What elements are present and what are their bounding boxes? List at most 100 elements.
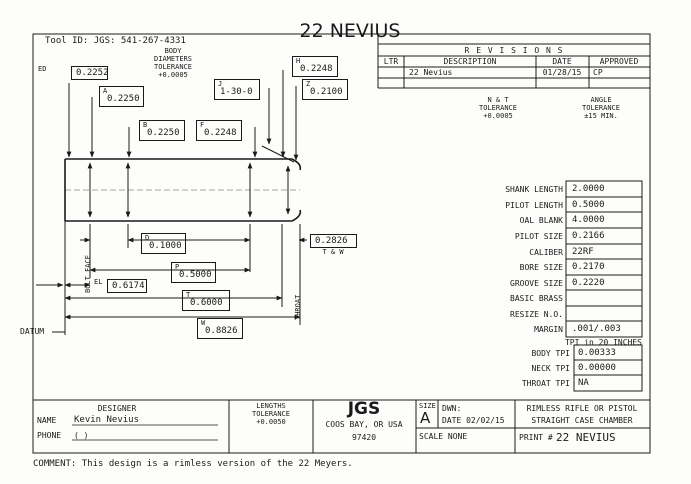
- dim-h-letter: H: [296, 57, 301, 65]
- dim-ed-value: 0.2252: [76, 68, 109, 78]
- revisions-title: R E V I S I O N S: [464, 46, 564, 55]
- dim-b-value: 0.2250: [147, 128, 180, 138]
- spec-label: GROOVE SIZE: [510, 279, 563, 288]
- designer-name: Kevin Nevius: [74, 415, 140, 425]
- spec-label: BORE SIZE: [519, 263, 563, 272]
- spec-label: MARGIN: [534, 325, 563, 334]
- dim-p-letter: P: [175, 263, 180, 271]
- dim-d-value: 0.1000: [149, 241, 182, 251]
- company-zip: 97420: [351, 433, 377, 442]
- dim-t-box: T 0.6000: [182, 290, 230, 311]
- desc-line-1: RIMLESS RIFLE OR PISTOL: [526, 404, 638, 413]
- size-label: SIZE: [419, 402, 436, 410]
- spec-value: .001/.003: [572, 324, 621, 334]
- spec-label: SHANK LENGTH: [505, 185, 563, 194]
- rev-col-date: DATE: [552, 57, 572, 66]
- dim-p-box: P 0.5000: [171, 262, 216, 283]
- dim-f-letter: F: [200, 121, 205, 129]
- dim-f-value: 0.2248: [204, 128, 237, 138]
- dim-a-box: A 0.2250: [99, 86, 144, 107]
- rev-row-approved: CP: [593, 68, 603, 77]
- name-label: NAME: [37, 416, 57, 425]
- spec-value: 0.2170: [572, 262, 605, 272]
- print-label: PRINT #: [519, 433, 553, 442]
- revisions-table: [377, 34, 650, 89]
- dim-z-box: Z 0.2100: [302, 79, 348, 100]
- print-number: 22 NEVIUS: [556, 431, 616, 444]
- spec-label: CALIBER: [529, 248, 563, 257]
- dim-el-value: 0.6174: [112, 281, 145, 291]
- spec-label: PILOT LENGTH: [505, 201, 563, 210]
- drawing-scale: SCALE NONE: [419, 432, 468, 441]
- designer-heading: DESIGNER: [97, 404, 137, 413]
- tpi-label: THROAT TPI: [521, 379, 570, 388]
- tpi-heading: TPI in 20 INCHES: [564, 338, 642, 347]
- tool-id: Tool ID: JGS: 541-267-4331: [45, 36, 186, 46]
- spec-value: 22RF: [572, 247, 594, 257]
- drawing-date: DATE 02/02/15: [442, 416, 505, 425]
- spec-table: [565, 180, 643, 392]
- spec-value: 0.2220: [572, 278, 605, 288]
- dim-p-value: 0.5000: [179, 270, 212, 280]
- spec-label: RESIZE N.O.: [510, 310, 563, 319]
- dim-b-box: B 0.2250: [139, 120, 185, 141]
- company-logo: JGS: [347, 399, 381, 419]
- dim-tw-box: 0.2826: [310, 234, 357, 248]
- tpi-value: 0.00333: [578, 348, 616, 358]
- dwn-label: DWN:: [442, 404, 462, 413]
- title-block: [33, 399, 650, 453]
- dim-f-box: F 0.2248: [196, 120, 242, 141]
- spec-label: PILOT SIZE: [514, 232, 563, 241]
- dim-tw-value: 0.2826: [315, 236, 348, 246]
- dim-a-letter: A: [103, 87, 108, 95]
- dim-t-letter: T: [186, 291, 191, 299]
- dim-ed-letter: ED: [38, 65, 47, 73]
- dim-h-box: H 0.2248: [292, 56, 338, 77]
- dim-z-value: 0.2100: [310, 87, 343, 97]
- phone-label: PHONE: [37, 431, 62, 440]
- dim-a-value: 0.2250: [107, 94, 140, 104]
- dim-t-value: 0.6000: [190, 298, 223, 308]
- comment-text: COMMENT: This design is a rimless versio…: [33, 459, 353, 469]
- tpi-value: 0.00000: [578, 363, 616, 373]
- rev-col-description: DESCRIPTION: [443, 57, 497, 66]
- size-value: A: [420, 409, 431, 427]
- bolt-face-label: BOLT FACE: [84, 255, 92, 293]
- tpi-label: BODY TPI: [531, 349, 570, 358]
- dim-el-letter: EL: [94, 278, 103, 286]
- dim-tw-label: T & W: [322, 248, 344, 256]
- spec-value: 2.0000: [572, 184, 605, 194]
- dim-z-letter: Z: [306, 80, 311, 88]
- rev-row-date: 01/28/15: [542, 68, 582, 77]
- dim-w-value: 0.8826: [205, 326, 238, 336]
- spec-value: 0.5000: [572, 200, 605, 210]
- sheet-border: [32, 33, 651, 454]
- dim-j-box: J 1-30-0: [214, 79, 260, 100]
- designer-phone: ( ): [74, 431, 89, 440]
- rev-col-ltr: LTR: [383, 57, 399, 66]
- dim-b-letter: B: [143, 121, 148, 129]
- rev-col-approved: APPROVED: [599, 57, 639, 66]
- spec-label: OAL BLANK: [519, 216, 563, 225]
- tpi-value: NA: [578, 378, 589, 388]
- spec-value: 4.0000: [572, 215, 605, 225]
- tpi-label: NECK TPI: [531, 364, 570, 373]
- dim-w-letter: W: [201, 319, 206, 327]
- dim-d-box: D 0.1000: [141, 233, 186, 254]
- datum-label: DATUM: [20, 327, 45, 336]
- spec-label: BASIC BRASS: [510, 294, 563, 303]
- drawing-title: 22 NEVIUS: [299, 20, 401, 42]
- company-city: COOS BAY, OR USA: [325, 420, 403, 429]
- throat-angle-line: [261, 145, 295, 163]
- dim-ed-box: 0.2252: [71, 66, 109, 80]
- dim-j-letter: J: [218, 80, 223, 88]
- dim-j-value: 1-30-0: [220, 87, 253, 97]
- dim-w-box: W 0.8826: [197, 318, 243, 339]
- dim-h-value: 0.2248: [300, 64, 333, 74]
- spec-value: 0.2166: [572, 231, 605, 241]
- throat-label: THROAT: [294, 294, 302, 320]
- dim-d-letter: D: [145, 234, 150, 242]
- rev-row-description: 22 Nevius: [409, 68, 453, 77]
